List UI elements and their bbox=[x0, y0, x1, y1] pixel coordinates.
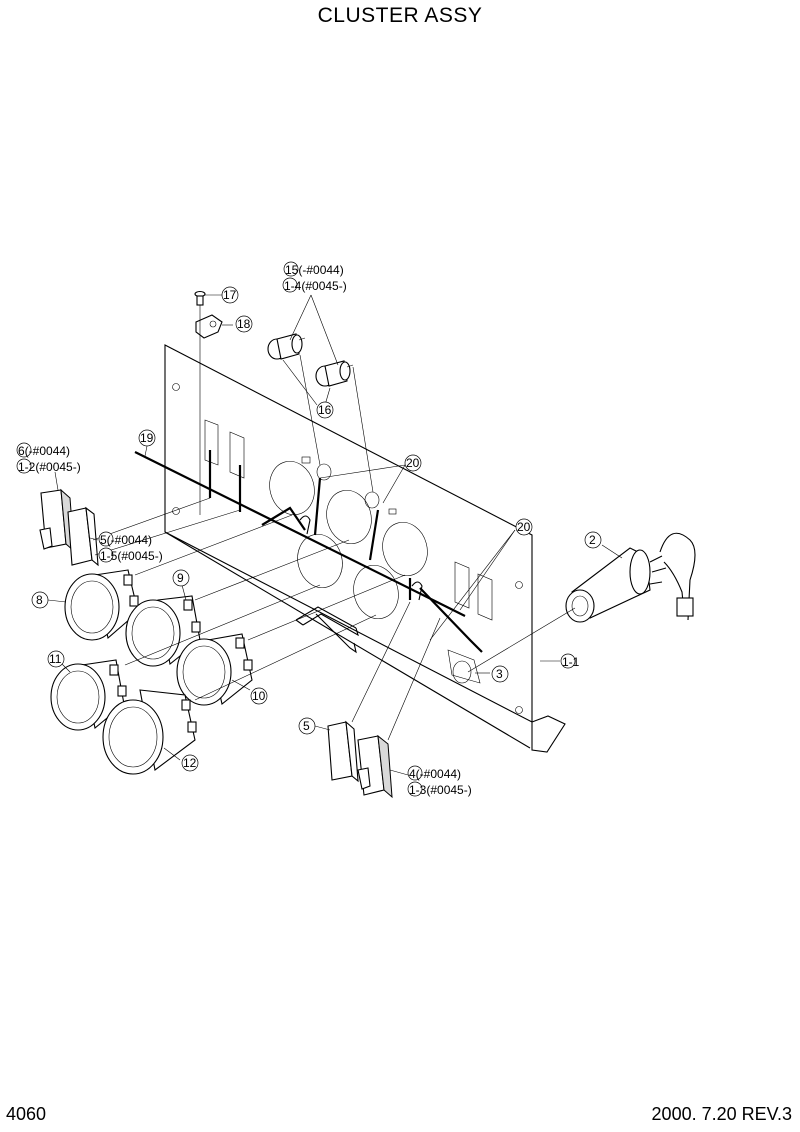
callout-17: 17 bbox=[223, 288, 237, 302]
gauge-11 bbox=[50, 659, 127, 731]
callout-8: 8 bbox=[36, 593, 43, 607]
callout-11: 11 bbox=[49, 652, 62, 666]
callout-5-lower: 5 bbox=[303, 719, 310, 733]
callout-19: 19 bbox=[140, 431, 154, 445]
handle-bracket bbox=[295, 606, 359, 654]
callout-3: 3 bbox=[496, 667, 503, 681]
callout-1-1: 1-1 bbox=[562, 655, 580, 669]
revision-date: 2000. 7.20 REV.3 bbox=[651, 1104, 792, 1124]
callout-1-4: 1-4(#0045-) bbox=[284, 279, 347, 293]
callout-20-upper: 20 bbox=[406, 456, 420, 470]
callout-16: 16 bbox=[318, 403, 332, 417]
callout-labels: 15(-#0044) 1-4(#0045-) 17 18 16 19 6(-#0… bbox=[16, 261, 602, 797]
gauge-10 bbox=[176, 633, 253, 706]
page-title: CLUSTER ASSY bbox=[317, 4, 483, 27]
callout-2: 2 bbox=[589, 533, 596, 547]
clip-18 bbox=[195, 314, 223, 339]
key-switch-2 bbox=[565, 532, 696, 623]
callout-9: 9 bbox=[177, 571, 184, 585]
wiring-harness bbox=[134, 450, 483, 653]
page-number: 4060 bbox=[6, 1104, 47, 1124]
leader-lines bbox=[47, 294, 623, 776]
callout-4: 4(-#0044) bbox=[409, 767, 461, 781]
cluster-panel-plate bbox=[164, 344, 566, 753]
callout-12: 12 bbox=[183, 756, 197, 770]
gauge-12 bbox=[102, 689, 197, 775]
pilot-lamp-2 bbox=[315, 360, 354, 387]
callout-5-upper: 5(-#0044) bbox=[100, 533, 152, 547]
rocker-switch-4 bbox=[357, 734, 393, 799]
callout-20-lower: 20 bbox=[517, 520, 531, 534]
rocker-switch-5-lower bbox=[327, 720, 359, 783]
callout-18: 18 bbox=[237, 317, 251, 331]
callout-1-2: 1-2(#0045-) bbox=[18, 460, 81, 474]
callout-10: 10 bbox=[252, 689, 266, 703]
callout-15: 15(-#0044) bbox=[285, 263, 344, 277]
pilot-lamp-1 bbox=[267, 333, 306, 360]
screw-17 bbox=[194, 290, 206, 306]
gauge-8 bbox=[64, 569, 139, 641]
callout-6: 6(-#0044) bbox=[18, 444, 70, 458]
rocker-switch-5-upper bbox=[67, 506, 99, 567]
callout-1-5: 1-5(#0045-) bbox=[100, 549, 163, 563]
callout-1-3: 1-3(#0045-) bbox=[409, 783, 472, 797]
